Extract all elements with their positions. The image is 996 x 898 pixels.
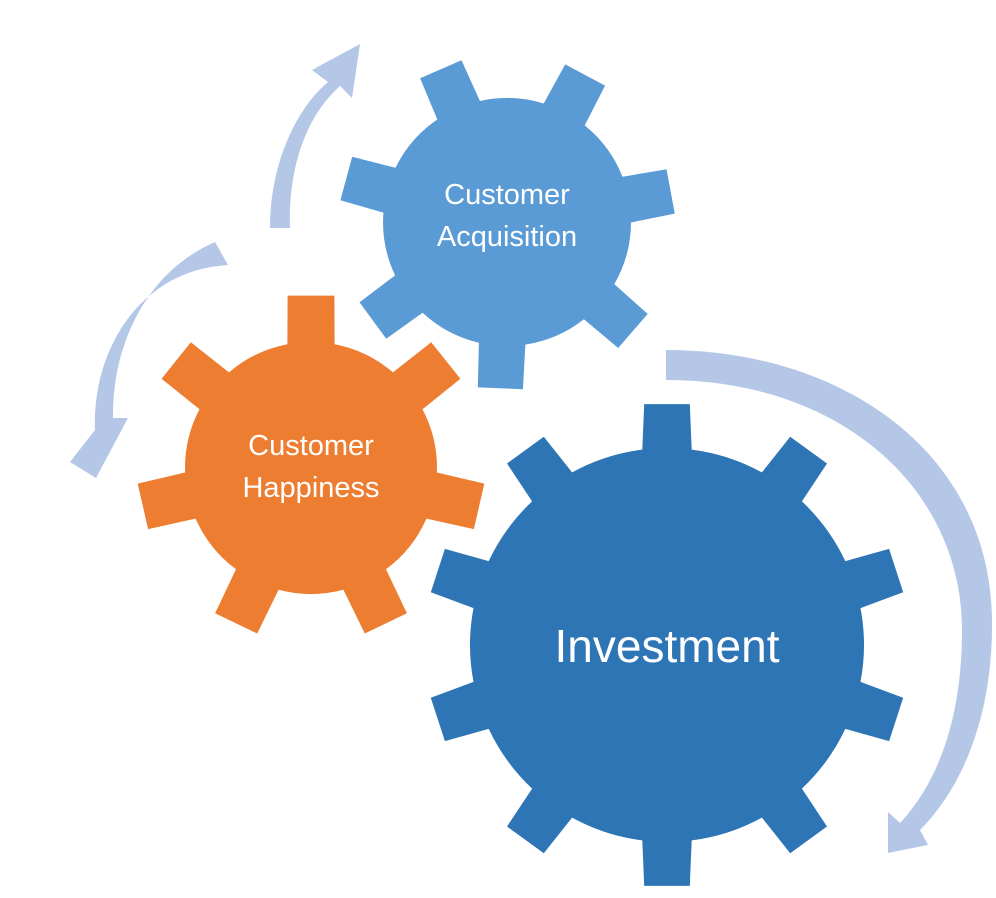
gear-customer-happiness: Customer Happiness [137,295,485,634]
cycle-arrow-up [270,44,360,228]
gear-investment: Investment [430,404,904,886]
gear-acquisition-shape [340,60,675,390]
cycle-arrow-down [70,242,228,478]
gear-happiness-label-line-2: Happiness [242,472,379,504]
gear-investment-label: Investment [555,620,780,672]
cycle-arrows [70,44,993,853]
gear-acquisition-label-line-2: Acquisition [437,221,577,253]
gear-happiness-shape [137,295,485,634]
gear-customer-acquisition: Customer Acquisition [340,60,675,390]
cycle-arrow-right [666,350,993,853]
gear-investment-shape [430,404,904,886]
gear-happiness-label-line-1: Customer [248,430,374,462]
gear-acquisition-label-line-1: Customer [444,179,570,211]
